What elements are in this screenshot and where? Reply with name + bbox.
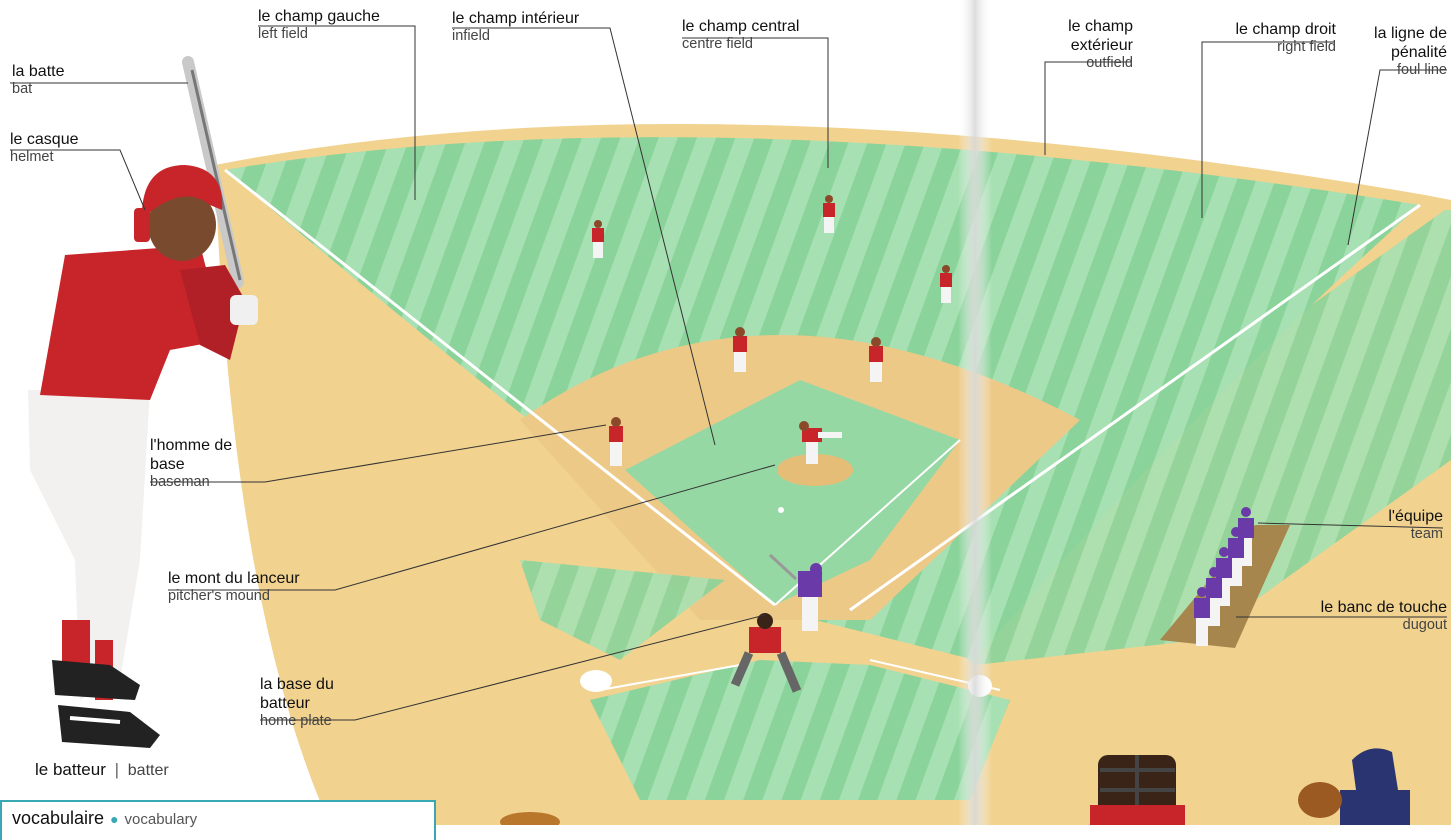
label-bat: la batte bat: [12, 62, 64, 99]
label-pitchers-mound-fr: le mont du lanceur: [168, 569, 300, 588]
batter-caption-fr: le batteur: [35, 760, 106, 779]
label-centre-field-fr: le champ central: [682, 17, 799, 36]
catcher-mask-partial: [1090, 755, 1185, 825]
label-dugout-en: dugout: [1247, 617, 1447, 634]
label-outfield: le champ extérieur outfield: [1013, 17, 1133, 73]
label-foul-line-fr2: pénalité: [1347, 43, 1447, 62]
ball: [778, 507, 784, 513]
label-team: l'équipe team: [1323, 507, 1443, 544]
label-helmet-en: helmet: [10, 149, 79, 166]
batter-caption-separator: |: [115, 760, 119, 779]
label-dugout-fr: le banc de touche: [1247, 598, 1447, 617]
label-team-fr: l'équipe: [1323, 507, 1443, 526]
label-home-plate-fr2: batteur: [260, 694, 334, 713]
label-helmet-fr: le casque: [10, 130, 79, 149]
label-outfield-fr2: extérieur: [1013, 36, 1133, 55]
label-outfield-fr1: le champ: [1013, 17, 1133, 36]
label-outfield-en: outfield: [1013, 55, 1133, 72]
label-foul-line-fr1: la ligne de: [1347, 24, 1447, 43]
label-right-field-en: right field: [1196, 39, 1336, 56]
label-home-plate: la base du batteur home plate: [260, 675, 334, 731]
label-bat-fr: la batte: [12, 62, 64, 81]
vocabulary-title-en: vocabulary: [125, 811, 198, 828]
base-marker: [580, 670, 612, 692]
label-left-field-fr: le champ gauche: [258, 7, 380, 26]
book-gutter: [958, 0, 992, 825]
label-centre-field-en: centre field: [682, 36, 799, 53]
label-infield-fr: le champ intérieur: [452, 9, 579, 28]
label-pitchers-mound-en: pitcher's mound: [168, 588, 300, 605]
label-infield: le champ intérieur infield: [452, 9, 579, 46]
label-pitchers-mound: le mont du lanceur pitcher's mound: [168, 569, 300, 606]
label-home-plate-fr1: la base du: [260, 675, 334, 694]
label-infield-en: infield: [452, 28, 579, 45]
vocabulary-heading: vocabulaire●vocabulary: [12, 808, 197, 829]
label-right-field-fr: le champ droit: [1196, 20, 1336, 39]
batter-caption: le batteur | batter: [35, 760, 169, 780]
label-baseman-fr2: base: [150, 455, 232, 474]
label-baseman-fr1: l'homme de: [150, 436, 232, 455]
label-foul-line: la ligne de pénalité foul line: [1347, 24, 1447, 80]
label-baseman-en: baseman: [150, 474, 232, 491]
label-helmet: le casque helmet: [10, 130, 79, 167]
label-dugout: le banc de touche dugout: [1247, 598, 1447, 635]
vocabulary-title: vocabulaire: [12, 808, 104, 828]
label-left-field: le champ gauche left field: [258, 7, 380, 44]
label-left-field-en: left field: [258, 26, 380, 43]
batter-caption-en: batter: [128, 762, 169, 779]
label-baseman: l'homme de base baseman: [150, 436, 232, 492]
label-home-plate-en: home plate: [260, 713, 334, 730]
vocabulary-box: vocabulaire●vocabulary: [0, 800, 436, 840]
label-centre-field: le champ central centre field: [682, 17, 799, 54]
label-bat-en: bat: [12, 81, 64, 98]
label-foul-line-en: foul line: [1347, 62, 1447, 79]
label-team-en: team: [1323, 526, 1443, 543]
label-right-field: le champ droit right field: [1196, 20, 1336, 57]
